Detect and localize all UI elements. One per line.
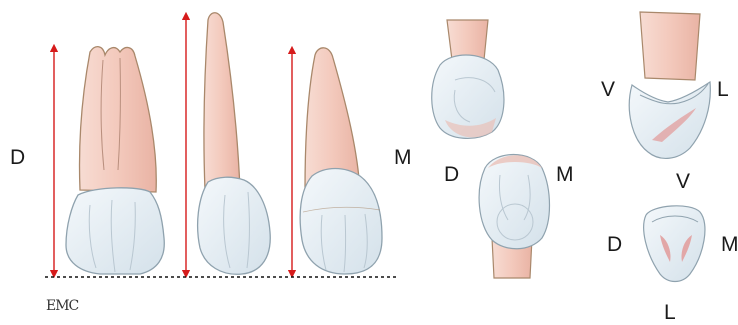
tooth-mesial-view (300, 48, 382, 274)
tooth-crown (644, 206, 705, 282)
tooth-crown (629, 82, 710, 158)
cross-sections-panel: V L V D M L (601, 12, 738, 324)
tooth-crown (300, 169, 382, 275)
crown-view-lower (479, 155, 549, 279)
emc-logo: EMC (46, 298, 79, 314)
label-mesial: M (394, 146, 412, 169)
tooth-root (640, 12, 700, 80)
cross-section-lower (644, 206, 705, 282)
occlusal-views-panel: D M (432, 20, 574, 278)
cross-section-upper (629, 12, 710, 158)
label-occlusal-distal: D (444, 163, 459, 186)
label-upper-lingual: L (717, 78, 729, 101)
label-upper-vestibular: V (601, 78, 615, 101)
lateral-views-panel: D M (10, 13, 412, 277)
label-occlusal-mesial: M (556, 163, 574, 186)
tooth-root (204, 13, 240, 190)
tooth-crown (198, 177, 271, 274)
label-lower-vestibular: V (676, 170, 690, 193)
crown-view-upper (432, 20, 504, 138)
label-lower-lingual: L (664, 301, 676, 324)
tooth-crown (479, 155, 549, 249)
tooth-vestibular-view (198, 13, 271, 275)
tooth-distal-view (66, 47, 164, 274)
label-lower-distal: D (607, 233, 622, 256)
label-lower-mesial: M (721, 233, 738, 256)
tooth-crown (66, 188, 164, 274)
tooth-root (79, 47, 156, 192)
label-distal: D (10, 146, 25, 169)
tooth-root (447, 20, 488, 60)
